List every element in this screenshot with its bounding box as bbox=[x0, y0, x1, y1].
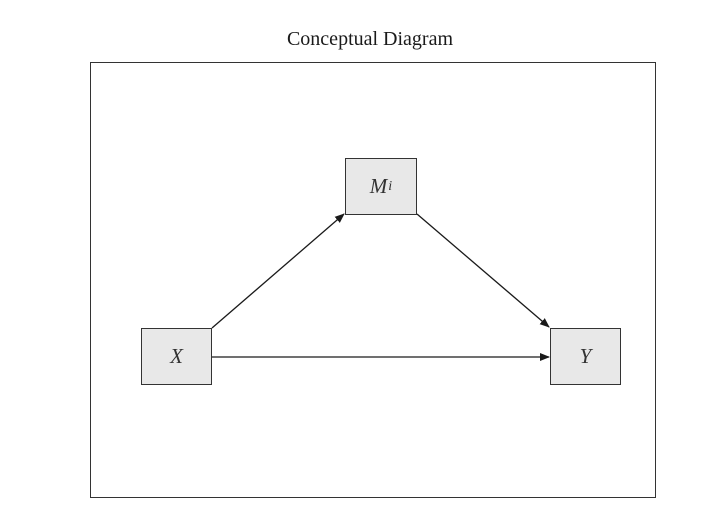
node-m-subscript: i bbox=[388, 178, 393, 194]
edge-m-to-y bbox=[416, 213, 550, 328]
edge-x-to-m bbox=[211, 213, 345, 329]
node-x-label: X bbox=[170, 344, 183, 368]
node-x: X bbox=[141, 328, 212, 385]
node-y: Y bbox=[550, 328, 621, 385]
node-m-label: M bbox=[369, 174, 388, 198]
diagram-title: Conceptual Diagram bbox=[286, 28, 454, 50]
node-y-label: Y bbox=[579, 344, 592, 368]
diagram-frame bbox=[90, 62, 656, 498]
